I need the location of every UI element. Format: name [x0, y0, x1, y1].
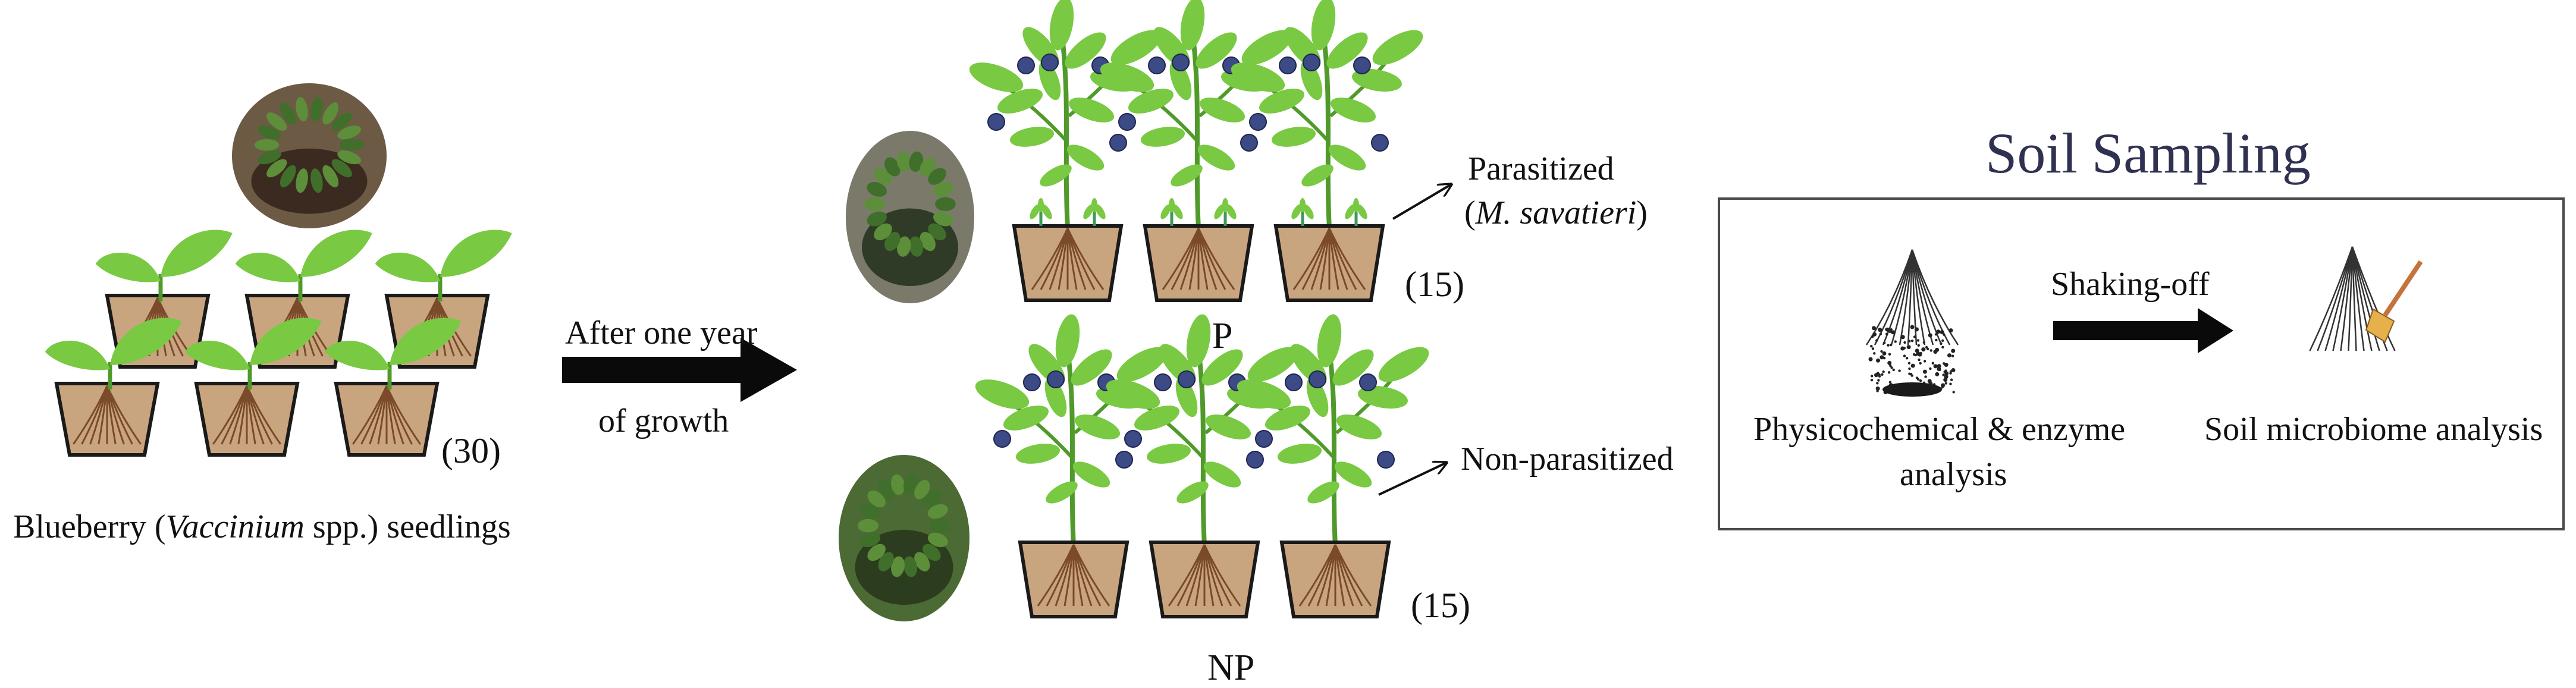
seedling-pot [336, 384, 437, 455]
physicochemical-caption-line1: Physicochemical & enzyme [1753, 413, 2125, 446]
parasite-sprout [1212, 198, 1238, 226]
parasite-sprout [1081, 198, 1107, 226]
parasite-sprout [1159, 198, 1185, 226]
parasite-sprout [1343, 198, 1369, 226]
parasitized-plant [1097, 0, 1298, 229]
seedling-sprout [96, 230, 233, 301]
soil-sampling-box [1718, 197, 2565, 530]
parasite-sprout [1028, 198, 1054, 226]
parasitized-plant [966, 0, 1167, 229]
non-parasitized-label: Non-parasitized [1461, 442, 1674, 476]
seedling-pot [196, 384, 297, 455]
main-arrow-label-line1: After one year [565, 316, 757, 350]
non-parasitized-count: (15) [1411, 588, 1470, 623]
soil-sampling-title: Soil Sampling [1985, 125, 2311, 182]
non-parasitized-pot [1020, 542, 1127, 617]
parasitized-pot [1014, 226, 1121, 300]
parasitized-count: (15) [1405, 266, 1464, 302]
seedlings-caption: Blueberry (Vaccinium spp.) seedlings [13, 510, 511, 544]
main-arrow-label-line2: of growth [598, 404, 729, 438]
parasite-sprout [1289, 198, 1316, 226]
parasitized-label: Parasitized [1468, 152, 1614, 186]
parasitized-pot [1145, 226, 1252, 300]
non-parasitized-code: NP [1207, 649, 1254, 686]
seedling-sprout [375, 230, 512, 301]
non-parasitized-pot [1151, 542, 1258, 617]
parasitized-pointer [1393, 184, 1451, 219]
physicochemical-caption-line2: analysis [1900, 458, 2007, 491]
parasitized-species: (M. savatieri) [1464, 196, 1648, 230]
non-parasitized-plant [1234, 312, 1435, 546]
seedlings-count: (30) [441, 433, 501, 469]
seedling-sprout [236, 230, 372, 301]
seedling-photo [232, 83, 387, 228]
microbiome-caption: Soil microbiome analysis [2204, 413, 2543, 446]
non-parasitized-photo [839, 455, 969, 621]
seedling-pot [57, 384, 158, 455]
parasitized-photo [846, 131, 974, 303]
parasitized-plant [1228, 0, 1429, 229]
parasitized-code: P [1212, 318, 1232, 354]
non-parasitized-pot [1282, 542, 1389, 617]
shaking-off-label: Shaking-off [2051, 268, 2210, 301]
parasitized-pot [1276, 226, 1383, 300]
